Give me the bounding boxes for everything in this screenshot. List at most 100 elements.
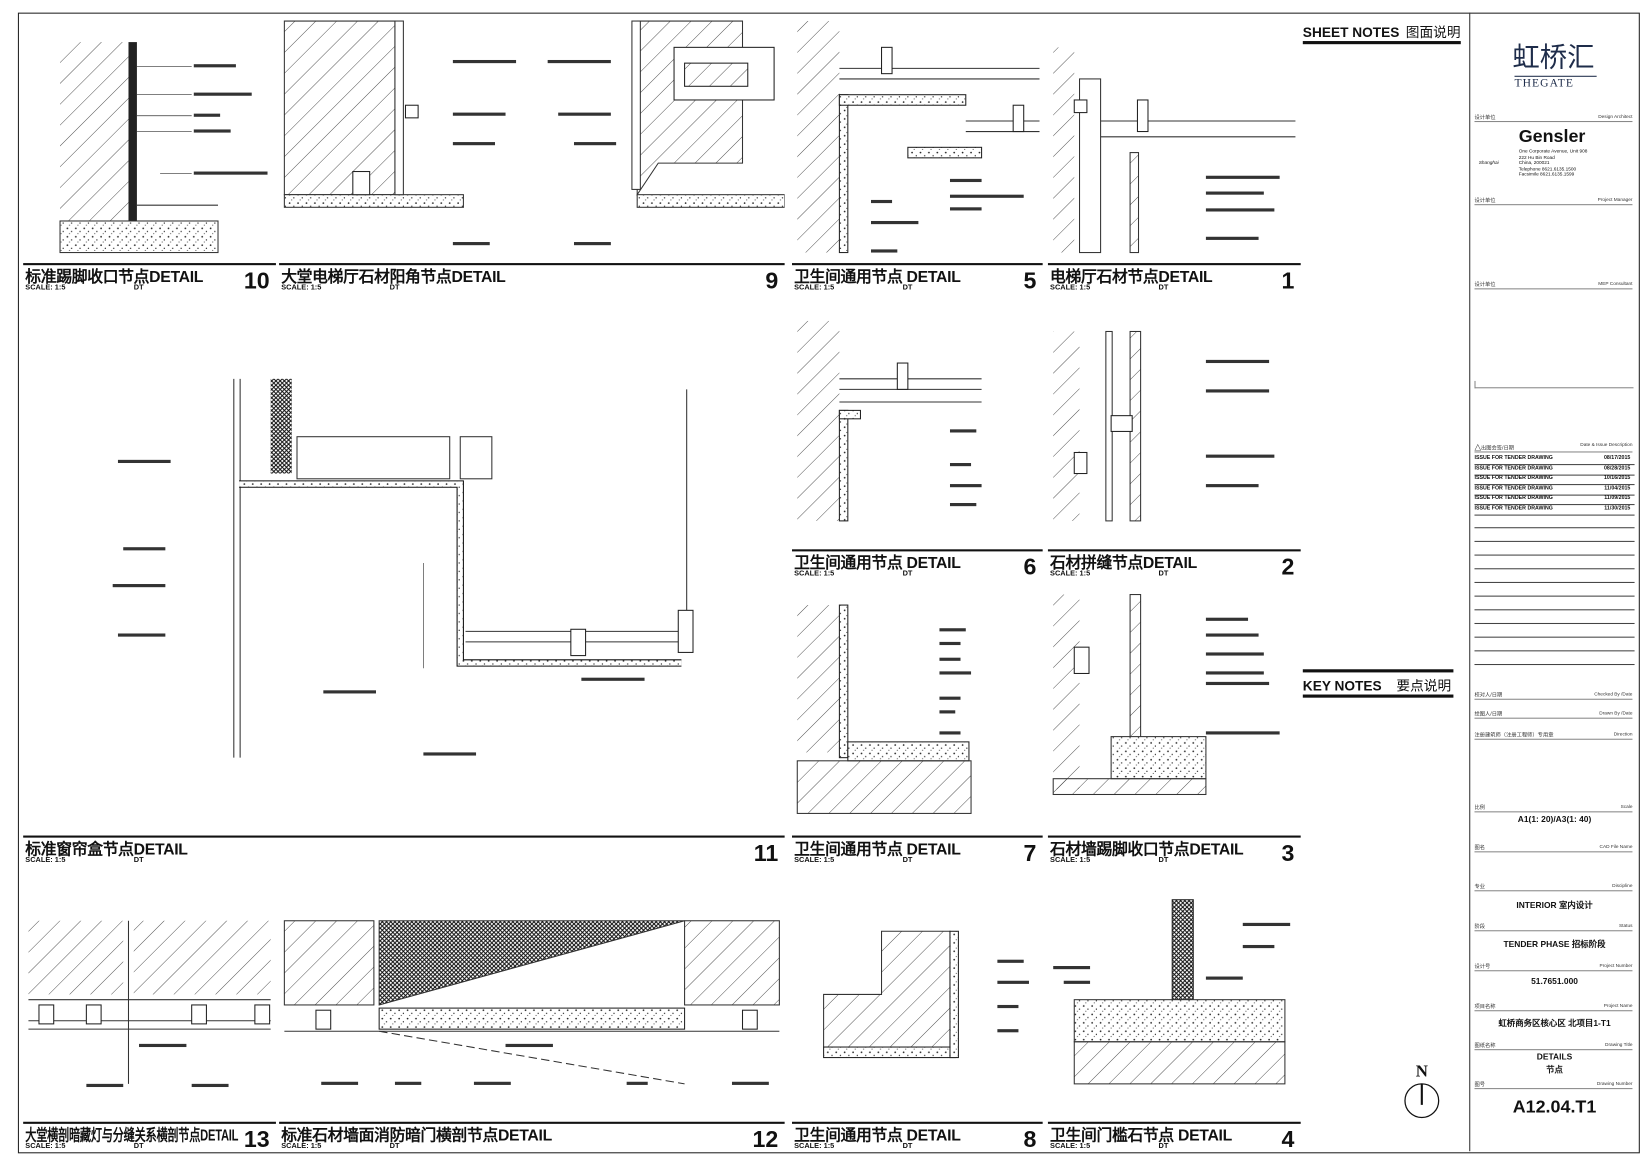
detail-title-text: 标准石材墙面消防暗门横剖节点DETAIL (281, 1127, 552, 1145)
issue-desc: ISSUE FOR TENDER DRAWING (1474, 464, 1553, 471)
detail-12-drawing (283, 920, 780, 1085)
sheet-notes-label-cn: 图面说明 (1405, 24, 1461, 40)
firm-logo: Gensler (1518, 126, 1586, 147)
detail-scale: SCALE: 1:5 (794, 856, 835, 864)
detail-ref: DT (389, 284, 400, 292)
issue-date: 11/09/2015 (1604, 494, 1631, 501)
detail-6-drawing (797, 320, 982, 522)
detail-scale: SCALE: 1:5 (794, 284, 835, 292)
detail-ref: DT (1158, 1142, 1169, 1151)
detail-ref: DT (389, 1142, 400, 1151)
detail-title-2: 石材拼缝节点DETAIL 2 SCALE: 1:5 DT (1047, 549, 1301, 583)
detail-10-drawing (59, 42, 268, 254)
blank-box (1474, 380, 1634, 389)
detail-number: 8 (1023, 1125, 1037, 1153)
issue-blank-row (1474, 641, 1635, 652)
firm-city: Shanghai (1478, 159, 1499, 166)
detail-number: 2 (1281, 553, 1295, 580)
issue-blank-row (1474, 613, 1635, 625)
project-number-value: 51.7651.000 (1531, 976, 1578, 987)
detail-title-text: 石材拼缝节点DETAIL (1050, 554, 1197, 573)
issue-blank-row (1474, 600, 1635, 611)
detail-scale: SCALE: 1:5 (794, 1142, 835, 1151)
detail-11-drawing (112, 378, 694, 758)
issue-date: 08/28/2015 (1603, 464, 1631, 471)
north-label: N (1415, 1062, 1428, 1081)
detail-scale: SCALE: 1:5 (25, 284, 66, 292)
issue-date: 11/04/2015 (1604, 484, 1631, 491)
client-logo-en: THEGATE (1514, 75, 1597, 89)
detail-title-text: 标准踢脚收口节点DETAIL (25, 268, 204, 287)
issue-blank-row (1474, 586, 1635, 597)
detail-ref: DT (133, 1142, 144, 1151)
detail-number: 1 (1281, 267, 1295, 294)
issue-blank-row (1474, 531, 1635, 542)
drawing-title-value-cn: 节点 (1546, 1064, 1563, 1075)
detail-8-drawing (823, 930, 1029, 1059)
detail-title-text: 卫生间通用节点 DETAIL (794, 840, 961, 859)
detail-scale: SCALE: 1:5 (281, 284, 322, 292)
detail-title-13: 大堂横剖暗藏灯与分缝关系横剖节点DETAIL 13 SCALE: 1:5 DT (23, 1121, 276, 1156)
detail-number: 13 (243, 1125, 270, 1153)
detail-ref: DT (1158, 570, 1169, 578)
detail-title-text: 石材墙踢脚收口节点DETAIL (1050, 840, 1244, 859)
detail-scale: SCALE: 1:5 (1050, 570, 1091, 578)
detail-title-5: 卫生间通用节点 DETAIL 5 SCALE: 1:5 DT (792, 263, 1043, 297)
issue-blank-row (1474, 545, 1635, 556)
discipline-value: INTERIOR 室内设计 (1516, 900, 1593, 911)
detail-number: 5 (1023, 267, 1037, 294)
drawing-title-value: DETAILS (1536, 1052, 1573, 1062)
issue-desc: ISSUE FOR TENDER DRAWING (1474, 504, 1553, 511)
detail-2-drawing (1053, 330, 1275, 522)
issue-desc: ISSUE FOR TENDER DRAWING (1474, 474, 1553, 481)
issue-blank-row (1474, 518, 1635, 529)
sheet-border (17, 12, 1640, 1154)
detail-title-text: 大堂电梯厅石材阳角节点DETAIL (281, 268, 506, 287)
detail-scale: SCALE: 1:5 (1050, 1142, 1091, 1151)
issue-desc: ISSUE FOR TENDER DRAWING (1474, 454, 1553, 461)
client-logo: 虹桥汇 (1512, 42, 1595, 73)
issue-blank-row (1474, 627, 1635, 638)
issue-desc: ISSUE FOR TENDER DRAWING (1474, 494, 1553, 501)
detail-7-drawing (796, 604, 972, 814)
detail-ref: DT (1158, 856, 1169, 864)
detail-title-text: 标准窗帘盒节点DETAIL (25, 840, 188, 859)
issue-row: ISSUE FOR TENDER DRAWING 11/09/2015 (1474, 494, 1635, 506)
north-arrow: N (1403, 1063, 1441, 1125)
detail-ref: DT (902, 1142, 913, 1151)
drawing-number-value: A12.04.T1 (1512, 1096, 1597, 1117)
detail-number: 9 (765, 267, 779, 294)
key-notes-label: KEY NOTES (1302, 677, 1382, 694)
detail-title-12: 标准石材墙面消防暗门横剖节点DETAIL 12 SCALE: 1:5 DT (279, 1121, 785, 1156)
status-value: TENDER PHASE 招标阶段 (1503, 939, 1606, 950)
detail-scale: SCALE: 1:5 (281, 1142, 322, 1151)
detail-ref: DT (133, 284, 144, 292)
detail-title-8: 卫生间通用节点 DETAIL 8 SCALE: 1:5 DT (792, 1121, 1043, 1156)
issue-blank-row (1474, 655, 1635, 666)
detail-title-text: 卫生间通用节点 DETAIL (794, 268, 961, 287)
detail-scale: SCALE: 1:5 (25, 856, 66, 864)
detail-title-11: 标准窗帘盒节点DETAIL 11 SCALE: 1:5 DT (23, 835, 785, 870)
detail-title-3: 石材墙踢脚收口节点DETAIL 3 SCALE: 1:5 DT (1047, 835, 1301, 870)
detail-number: 12 (752, 1125, 779, 1153)
detail-title-text: 卫生间门槛石节点 DETAIL (1050, 1127, 1232, 1145)
detail-title-7: 卫生间通用节点 DETAIL 7 SCALE: 1:5 DT (792, 835, 1043, 870)
detail-4-drawing (1053, 899, 1291, 1085)
